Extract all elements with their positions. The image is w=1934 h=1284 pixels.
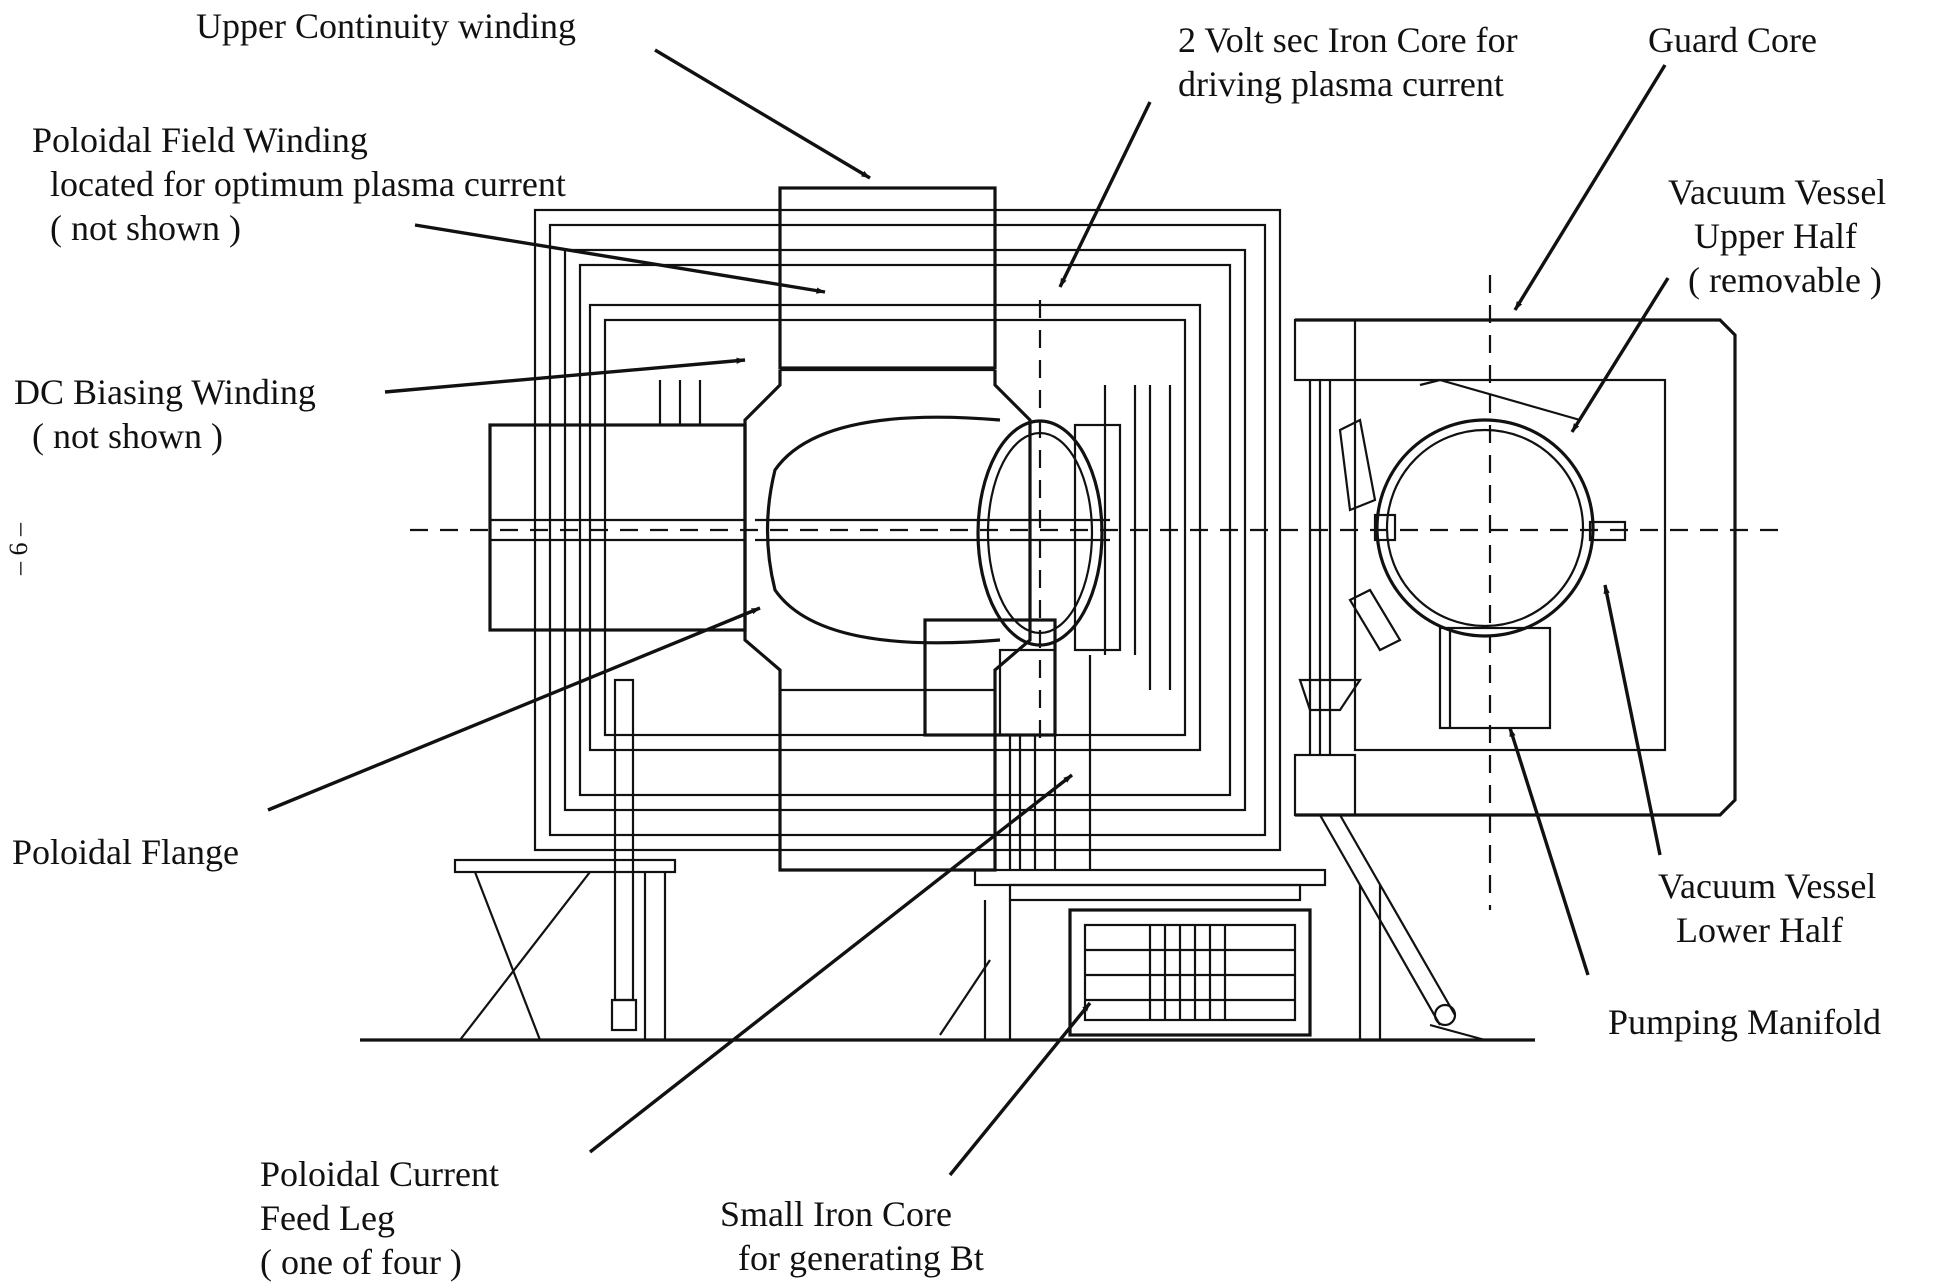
guard-core <box>1293 318 1737 817</box>
arrow-vacuum-upper <box>1570 277 1670 433</box>
arrow-poloidal-flange <box>267 606 761 812</box>
label-vacuum-upper: Vacuum Vessel Upper Half ( removable ) <box>1668 172 1887 300</box>
label-dc-biasing: DC Biasing Winding ( not shown ) <box>14 372 316 456</box>
central-column <box>743 370 1032 872</box>
label-poloidal-flange: Poloidal Flange <box>12 832 239 872</box>
label-upper-continuity: Upper Continuity winding <box>196 6 576 46</box>
iron-core-frames <box>533 208 1282 852</box>
left-support-structure <box>453 380 702 1041</box>
arrow-small-core <box>948 1001 1092 1177</box>
vacuum-vessel-ring <box>1373 418 1627 638</box>
arrow-iron-core <box>1058 101 1152 288</box>
arrow-feed-leg <box>588 773 1074 1154</box>
label-vacuum-lower: Vacuum Vessel Lower Half <box>1658 866 1877 950</box>
feed-leg-block <box>923 618 1057 737</box>
label-pumping-manifold: Pumping Manifold <box>1608 1002 1882 1042</box>
vessel-hardware <box>1298 378 1581 1042</box>
label-small-core: Small Iron Core for generating Bt <box>720 1194 984 1278</box>
leader-arrows <box>267 48 1670 1177</box>
arrow-pumping-manifold <box>1508 727 1590 976</box>
feed-leg-supports <box>1008 655 1092 870</box>
arrow-dc-biasing <box>384 357 746 394</box>
upper-continuity-block <box>778 186 997 370</box>
arrow-guard-core <box>1513 64 1667 311</box>
arrow-upper-continuity <box>654 48 871 180</box>
arrow-poloidal-field <box>414 223 826 294</box>
label-feed-leg: Poloidal Current Feed Leg ( one of four … <box>260 1154 499 1282</box>
label-iron-core: 2 Volt sec Iron Core for driving plasma … <box>1178 20 1518 104</box>
dc-biasing-block <box>488 423 747 632</box>
label-poloidal-field: Poloidal Field Winding located for optim… <box>32 120 566 248</box>
lower-platform <box>939 868 1382 1040</box>
small-iron-core <box>1068 908 1312 1037</box>
iron-core-inner-legs <box>1073 385 1172 690</box>
page-number: – 6 – <box>4 523 33 575</box>
label-guard-core: Guard Core <box>1648 20 1817 60</box>
vacuum-bulb-left <box>765 415 1001 645</box>
arrow-vacuum-lower <box>1603 584 1662 856</box>
